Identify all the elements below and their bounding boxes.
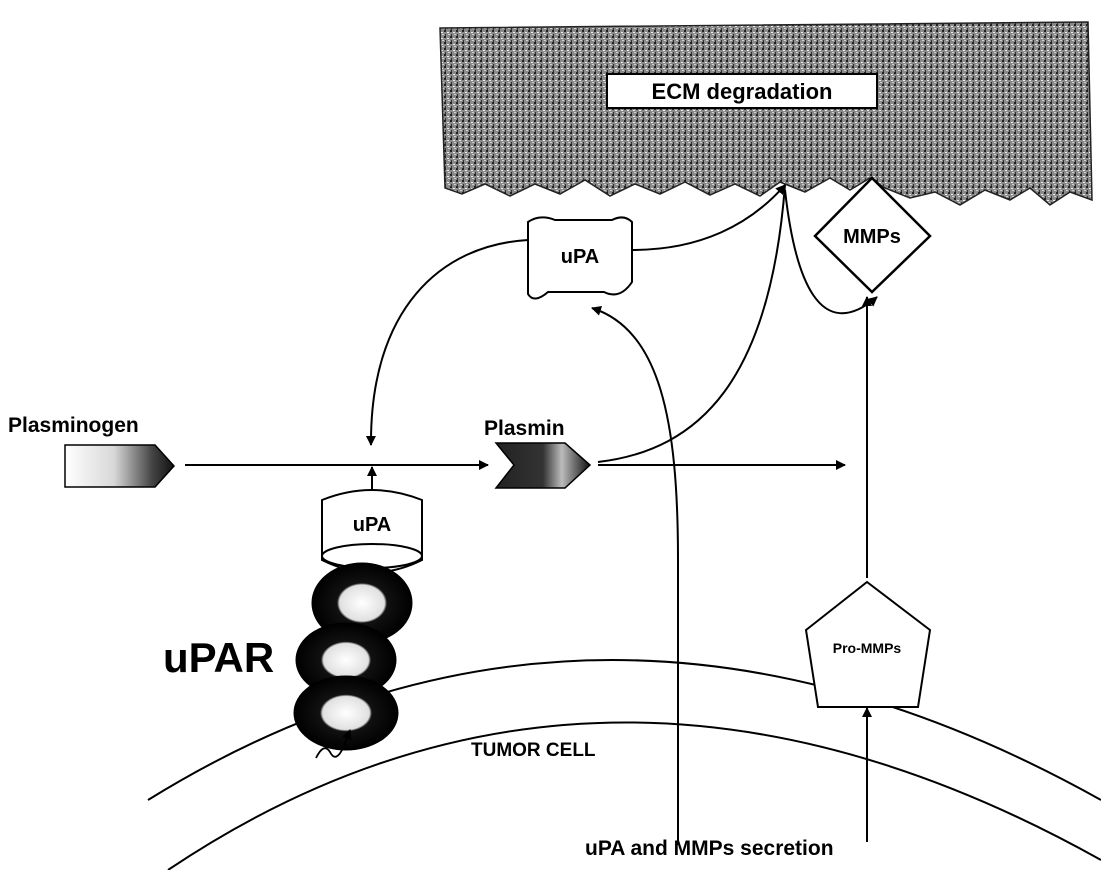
plasminogen-label: Plasminogen	[8, 414, 139, 437]
ecm-region: ECM degradation	[440, 22, 1092, 205]
upa-secretion-arrow	[592, 308, 678, 845]
upa-free-label: uPA	[561, 246, 600, 268]
plasminogen-shape	[65, 445, 174, 487]
upa-to-junction-arrow	[371, 240, 528, 445]
tumor-cell-label: TUMOR CELL	[471, 740, 596, 761]
upa-bound-label: uPA	[353, 514, 392, 536]
pro-mmps-label: Pro-MMPs	[833, 640, 902, 656]
ecm-label: ECM degradation	[652, 79, 833, 104]
plasmin-shape	[496, 443, 590, 488]
plasmin-label: Plasmin	[484, 417, 565, 440]
upar-receptor	[294, 563, 412, 750]
upar-label: uPAR	[163, 634, 274, 681]
secretion-label: uPA and MMPs secretion	[585, 837, 834, 860]
mmps-label: MMPs	[843, 226, 901, 248]
